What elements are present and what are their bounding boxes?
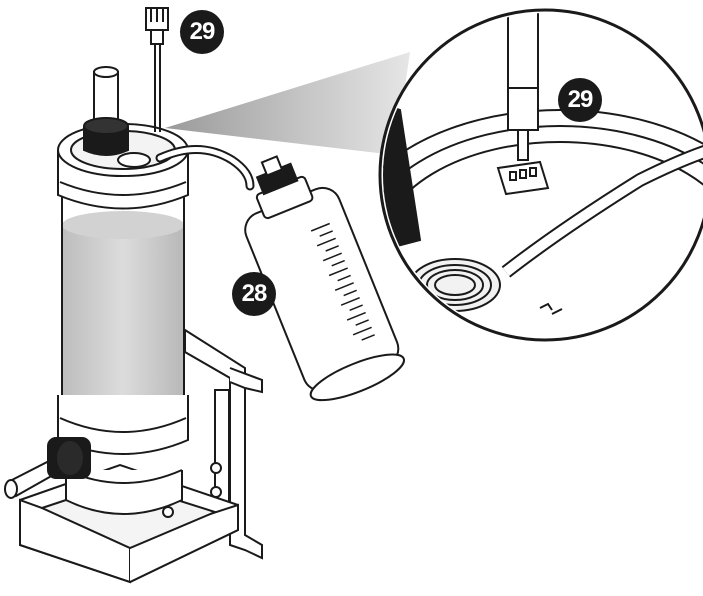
inlet-pipe xyxy=(4,437,91,499)
bracket-screws xyxy=(162,462,222,518)
outlet-pipe xyxy=(83,66,129,156)
detail-circle xyxy=(378,8,703,342)
magnifier-beam xyxy=(165,52,410,155)
mounting-bracket xyxy=(184,328,263,560)
callout-29-connector: 29 xyxy=(180,10,224,54)
priming-bottle xyxy=(244,155,405,402)
sensor-cable xyxy=(145,7,169,132)
callout-28-bottle: 28 xyxy=(232,272,276,316)
callout-29-detail: 29 xyxy=(558,78,602,122)
